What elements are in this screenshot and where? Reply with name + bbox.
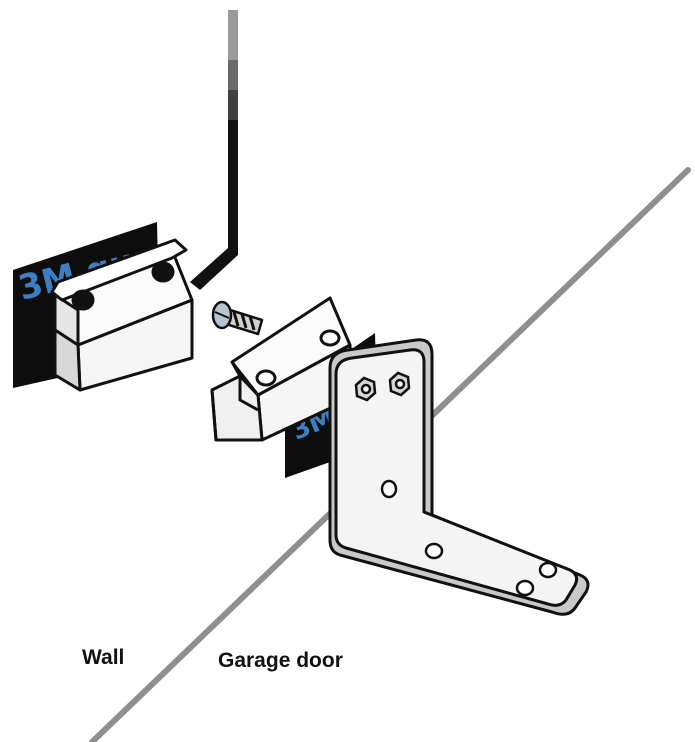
wall-label: Wall [82, 646, 124, 669]
left-magnet-block [50, 238, 194, 392]
right-magnet-block [210, 296, 354, 442]
left-block-hole-2 [151, 261, 175, 283]
bracket-hole-1 [380, 479, 398, 499]
bracket-hole-3 [515, 579, 535, 597]
right-block-hole-2 [319, 329, 341, 347]
wall-corner-edge [190, 10, 238, 290]
left-block-hole-1 [71, 289, 95, 311]
l-bracket [328, 338, 590, 616]
bracket-hole-2 [424, 542, 444, 560]
bracket-nut-1 [354, 376, 377, 402]
bracket-nut-2 [388, 371, 411, 397]
bracket-hole-4 [538, 561, 558, 579]
right-block-hole-1 [255, 369, 277, 387]
garage-door-label: Garage door [218, 649, 343, 672]
screw [211, 300, 264, 336]
